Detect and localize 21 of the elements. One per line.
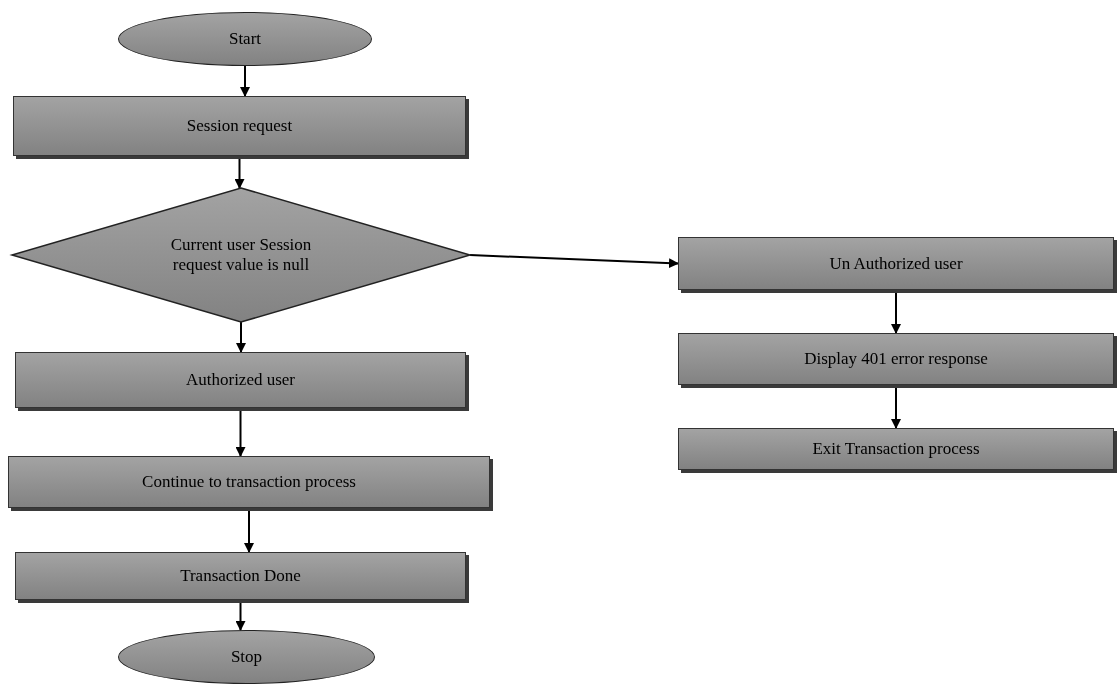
node-label: Transaction Done: [180, 566, 301, 586]
process-box: [8, 456, 490, 508]
process-box: [678, 428, 1114, 470]
node-label: Stop: [230, 647, 263, 667]
node-label: Start: [228, 29, 262, 49]
process-box: [15, 352, 466, 408]
node-label: Session request: [186, 116, 293, 136]
node-label: Authorized user: [185, 370, 296, 390]
node-label: Current user Session request value is null: [169, 235, 313, 275]
node-label: Display 401 error response: [804, 349, 988, 369]
arrow: [469, 254, 679, 269]
node-label: Continue to transaction process: [142, 472, 356, 492]
node-label: Exit Transaction process: [812, 439, 980, 459]
decision-diamond: [12, 188, 470, 322]
process-box: [15, 552, 466, 600]
process-box: [678, 237, 1114, 290]
arrow: [236, 321, 246, 353]
process-box: [678, 333, 1114, 385]
node-label: Un Authorized user: [829, 253, 963, 274]
process-box: [13, 96, 466, 156]
arrow: [240, 65, 250, 97]
